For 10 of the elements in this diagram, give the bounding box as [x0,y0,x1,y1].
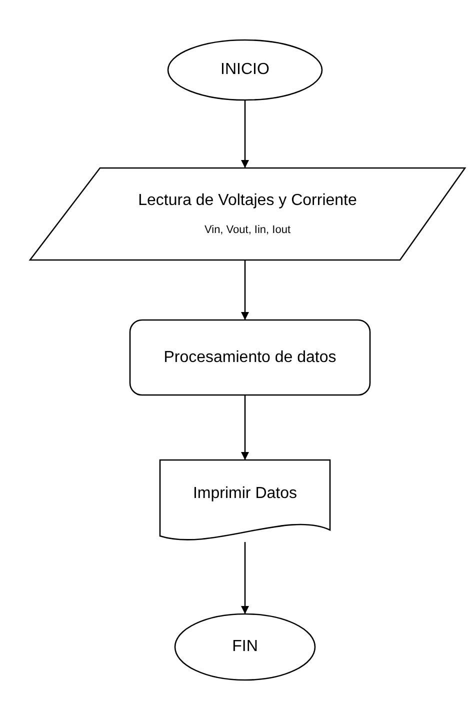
arrow [241,395,249,460]
node-sublabel: Vin, Vout, Iin, Iout [204,224,291,236]
arrow [241,542,249,614]
node-label: INICIO [220,61,270,79]
node-label: Procesamiento de datos [164,348,336,366]
node-label: Lectura de Voltajes y Corriente [138,192,357,210]
node-label: FIN [232,638,258,656]
arrow [241,100,249,168]
arrow [241,260,249,320]
node-label: Imprimir Datos [192,485,297,504]
